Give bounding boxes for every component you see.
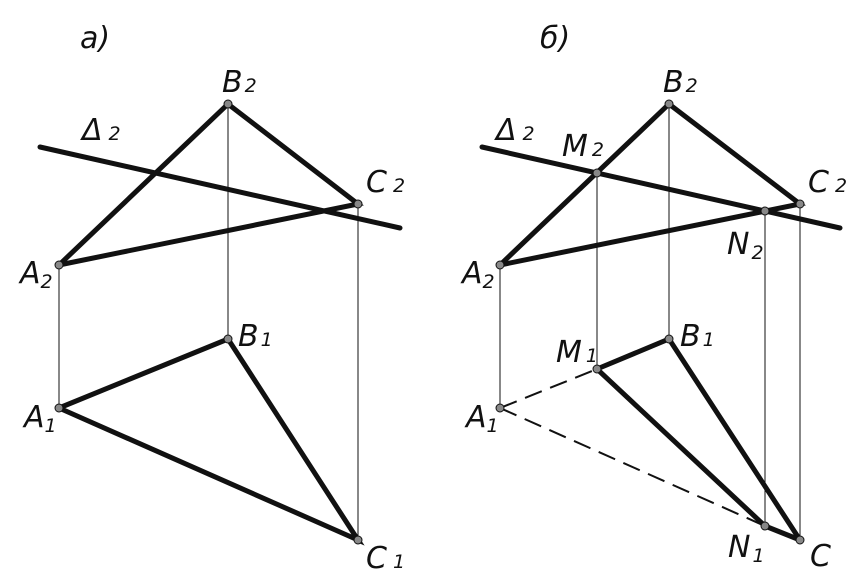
a-point-C2	[353, 199, 363, 209]
a-point-C1	[353, 535, 363, 545]
b-label-A2: A2	[460, 256, 495, 293]
b-hidden-A1-M1	[499, 368, 598, 409]
a-triangle-horizontal	[56, 335, 365, 546]
a-label-A2: A2	[18, 256, 53, 293]
panel-b-title: б)	[540, 21, 570, 56]
b-label-A1: A1	[464, 400, 499, 437]
b-visible-M1-B1-C	[594, 335, 803, 543]
b-point-A1	[495, 403, 505, 413]
b-point-A2	[495, 260, 505, 270]
b-point-M1	[592, 364, 602, 374]
a-point-A2	[54, 260, 64, 270]
a-point-B2	[223, 99, 233, 109]
a-delta2-line	[37, 144, 403, 231]
b-point-B2	[664, 99, 674, 109]
panel-a-title: a)	[80, 21, 110, 56]
b-point-C2	[795, 199, 805, 209]
a-triangle-frontal	[56, 100, 364, 268]
b-hidden-A1-N1	[499, 407, 766, 527]
b-triangle-frontal	[497, 100, 806, 268]
a-point-B1	[223, 334, 233, 344]
b-section-M1-N1	[594, 366, 768, 529]
b-point-B1	[664, 334, 674, 344]
a-label-A1: A1	[22, 400, 57, 437]
b-point-C	[795, 535, 805, 545]
b-point-N2	[760, 206, 770, 216]
b-point-M2	[592, 168, 602, 178]
b-point-N1	[760, 521, 770, 531]
a-point-A1	[54, 403, 64, 413]
b-delta2-line	[479, 144, 843, 231]
b-visible-N1-C	[762, 523, 803, 543]
b-label-C: C	[810, 539, 831, 574]
